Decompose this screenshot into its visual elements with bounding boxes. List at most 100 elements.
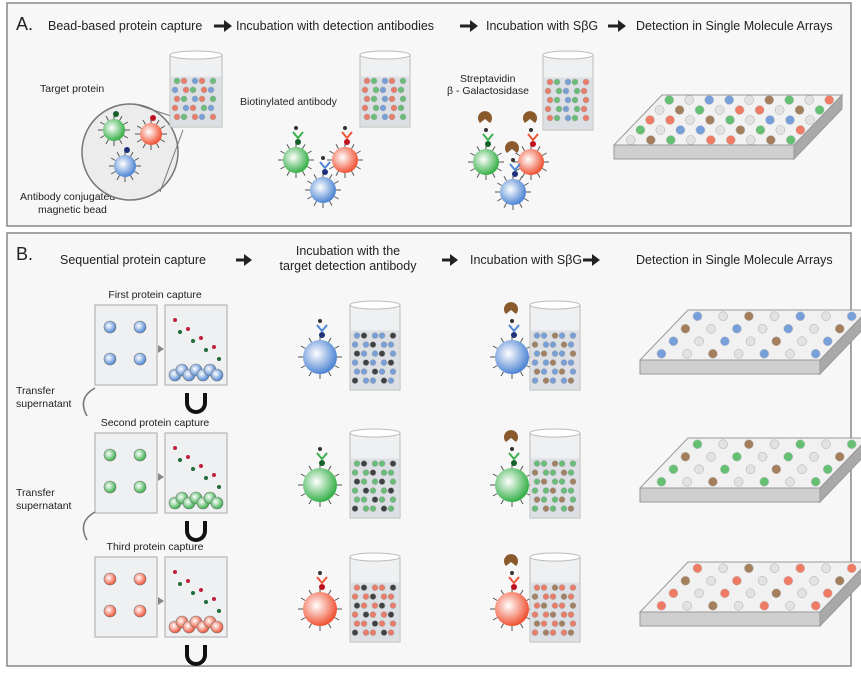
filled-well-icon	[720, 588, 730, 598]
bead-icon	[210, 368, 224, 382]
capture-antibody-icon	[334, 180, 339, 184]
mini-bead-icon	[549, 629, 557, 636]
mini-bead-icon	[180, 95, 188, 103]
tube-before	[94, 432, 158, 514]
blue-bead	[298, 319, 342, 379]
mini-bead-icon	[361, 104, 369, 112]
biotin-icon	[529, 128, 533, 132]
mini-bead-icon	[353, 496, 361, 503]
filled-well-icon	[680, 576, 691, 586]
mini-bead-icon	[564, 78, 572, 86]
mini-bead-icon	[531, 377, 539, 384]
mini-bead-icon	[551, 602, 559, 609]
mini-bead-icon	[558, 584, 566, 591]
biotin-icon	[318, 319, 322, 323]
array-plate-a	[612, 93, 844, 161]
beaker-rim	[349, 552, 401, 562]
red-bead	[298, 571, 342, 631]
filled-well-icon	[755, 125, 766, 135]
empty-well-icon	[785, 349, 795, 359]
capture-antibody-icon	[308, 623, 312, 629]
mini-bead-icon	[569, 460, 577, 467]
mini-bead-icon	[360, 478, 368, 485]
mini-bead-icon	[353, 368, 361, 375]
mini-bead-icon	[573, 105, 581, 113]
empty-well-icon	[809, 324, 819, 334]
target-protein-icon	[295, 139, 301, 145]
bead-icon	[500, 179, 526, 205]
blue-bead	[495, 141, 531, 210]
label-transfer-1a: Transfer	[16, 385, 55, 397]
capture-antibody-icon	[492, 173, 496, 178]
mini-bead-icon	[569, 368, 577, 375]
filled-well-icon	[786, 135, 796, 145]
mini-bead-icon	[360, 496, 368, 503]
filled-well-icon	[680, 452, 691, 462]
beaker-detection-b	[349, 552, 401, 643]
filled-well-icon	[785, 115, 795, 125]
mini-bead-icon	[360, 584, 368, 591]
target-protein-icon	[124, 147, 130, 153]
beaker-rim	[529, 552, 581, 562]
capture-antibody-icon	[329, 150, 334, 154]
mini-bead-icon	[558, 620, 566, 627]
mini-bead-icon	[560, 505, 568, 512]
mini-bead-icon	[379, 86, 387, 94]
protein-dot-icon	[199, 336, 203, 340]
filled-well-icon	[795, 563, 806, 573]
mini-bead-icon	[555, 105, 563, 113]
mini-bead-icon	[546, 114, 554, 122]
capture-antibody-icon	[300, 365, 306, 369]
detection-antibody-icon	[482, 133, 494, 142]
small-arrow-icon	[158, 473, 164, 481]
biotin-icon	[484, 128, 488, 132]
filled-well-icon	[665, 115, 675, 125]
capture-antibody-icon	[492, 345, 498, 349]
mini-bead-icon	[560, 593, 568, 600]
capture-antibody-icon	[334, 196, 339, 200]
mini-bead-icon	[380, 593, 388, 600]
mini-bead-icon	[399, 113, 407, 121]
green-bead	[490, 430, 534, 507]
mini-bead-icon	[369, 377, 377, 384]
capture-antibody-icon	[99, 121, 105, 125]
transfer-arrow-icon	[82, 387, 96, 417]
red-bead	[513, 111, 549, 180]
blue-bead	[490, 302, 534, 379]
mini-bead-icon	[544, 105, 552, 113]
mini-bead-icon	[551, 350, 559, 357]
capture-antibody-icon	[123, 135, 129, 139]
panel-a-step-4: Detection in Single Molecule Arrays	[636, 19, 833, 33]
mini-bead-icon	[171, 86, 179, 94]
filled-well-icon	[759, 349, 770, 359]
filled-well-icon	[824, 95, 834, 105]
capture-antibody-icon	[302, 171, 306, 176]
mini-bead-icon	[369, 469, 377, 476]
mini-bead-icon	[381, 77, 389, 85]
capture-antibody-icon	[286, 144, 290, 149]
empty-well-icon	[745, 588, 756, 598]
empty-well-icon	[821, 439, 831, 449]
mini-bead-icon	[209, 77, 217, 85]
sbg-enzyme-icon	[503, 554, 518, 566]
capture-antibody-icon	[313, 201, 317, 206]
plate-side	[793, 93, 843, 161]
beaker-rim	[542, 50, 594, 60]
protein-dot-icon	[217, 485, 221, 489]
filled-well-icon	[724, 95, 734, 105]
filled-well-icon	[646, 135, 656, 145]
mini-bead-icon	[560, 341, 568, 348]
mini-bead-icon	[542, 377, 550, 384]
arrow-head-icon	[450, 254, 458, 266]
mini-bead-icon	[353, 620, 361, 627]
protein-dot-icon	[173, 446, 177, 450]
mini-bead-icon	[533, 350, 541, 357]
capture-antibody-icon	[524, 198, 529, 202]
capture-antibody-icon	[515, 152, 520, 156]
mini-bead-icon	[567, 469, 575, 476]
empty-well-icon	[757, 576, 768, 586]
capture-antibody-icon	[280, 166, 285, 170]
capture-antibody-icon	[328, 465, 332, 471]
biotin-icon	[321, 156, 325, 160]
